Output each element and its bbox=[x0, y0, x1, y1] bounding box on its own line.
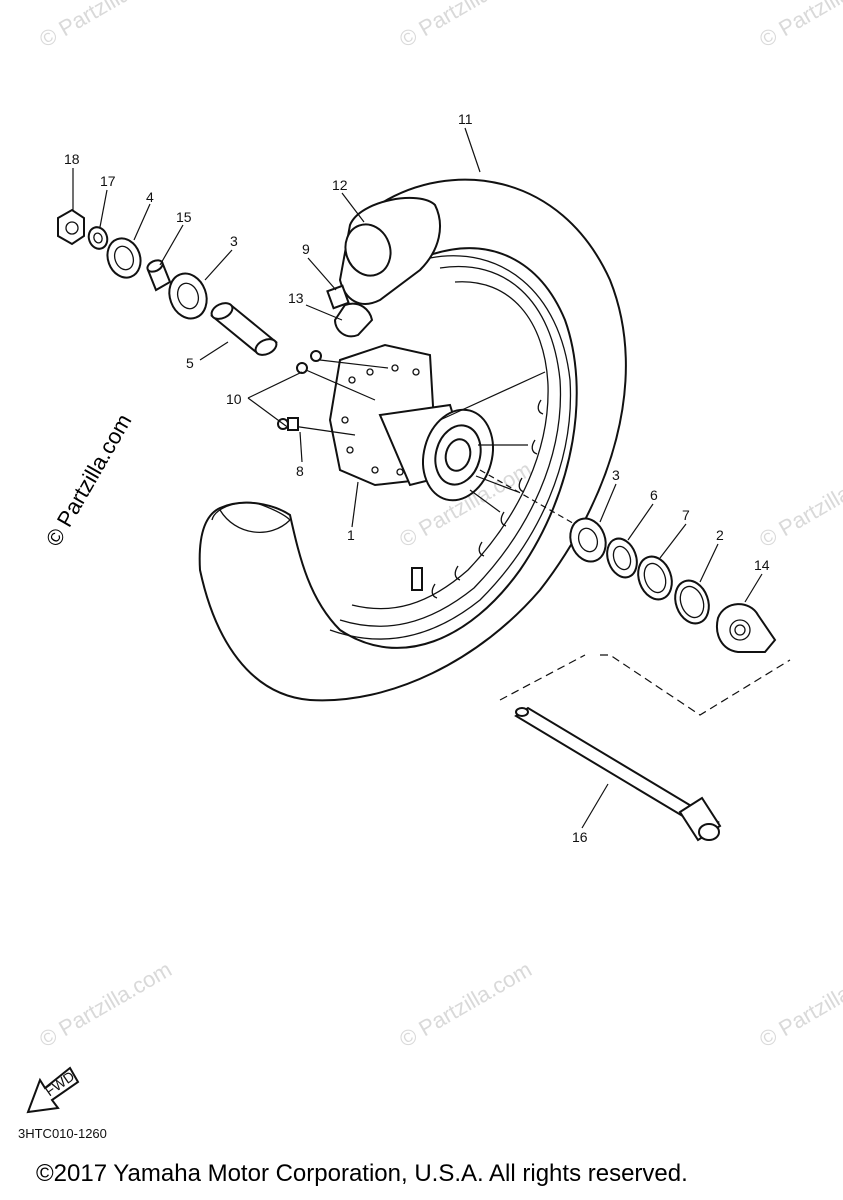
callout-12: 12 bbox=[332, 177, 348, 193]
diagram-code: 3HTC010-1260 bbox=[18, 1126, 107, 1141]
wheel-hub bbox=[277, 343, 546, 513]
watermark: © Partzilla.com bbox=[755, 0, 843, 52]
callout-14: 14 bbox=[754, 557, 770, 573]
copyright-notice: ©2017 Yamaha Motor Corporation, U.S.A. A… bbox=[36, 1160, 688, 1187]
inner-tube bbox=[326, 197, 441, 338]
watermark: © Partzilla.com bbox=[35, 957, 176, 1053]
callout-3-left: 3 bbox=[230, 233, 238, 249]
callout-6: 6 bbox=[650, 487, 658, 503]
callout-1: 1 bbox=[347, 527, 355, 543]
forward-arrow-icon: FWD bbox=[26, 1066, 80, 1114]
callout-4: 4 bbox=[146, 189, 154, 205]
callout-3-right: 3 bbox=[612, 467, 620, 483]
callout-7: 7 bbox=[682, 507, 690, 523]
callout-5: 5 bbox=[186, 355, 194, 371]
callout-labels: 11 12 9 13 18 17 4 15 3 5 10 8 1 3 6 7 2… bbox=[64, 111, 770, 845]
watermark: © Partzilla.com bbox=[395, 957, 536, 1053]
watermark: © Partzilla.com bbox=[755, 457, 843, 553]
callout-8: 8 bbox=[296, 463, 304, 479]
callout-13: 13 bbox=[288, 290, 304, 306]
leader-lines bbox=[72, 127, 763, 829]
callout-15: 15 bbox=[176, 209, 192, 225]
callout-18: 18 bbox=[64, 151, 80, 167]
watermark: © Partzilla.com bbox=[35, 0, 176, 52]
front-axle bbox=[499, 654, 791, 842]
callout-11: 11 bbox=[458, 111, 473, 127]
rim bbox=[329, 255, 572, 640]
watermark: © Partzilla.com bbox=[395, 0, 536, 52]
callout-9: 9 bbox=[302, 241, 310, 257]
callout-10: 10 bbox=[226, 391, 242, 407]
tire bbox=[198, 178, 627, 702]
right-side-parts bbox=[479, 469, 777, 653]
watermark: © Partzilla.com bbox=[755, 957, 843, 1053]
callout-16: 16 bbox=[572, 829, 588, 845]
watermark-side: © Partzilla.com bbox=[41, 410, 137, 551]
callout-17: 17 bbox=[100, 173, 116, 189]
callout-2: 2 bbox=[716, 527, 724, 543]
left-side-parts bbox=[57, 208, 278, 356]
